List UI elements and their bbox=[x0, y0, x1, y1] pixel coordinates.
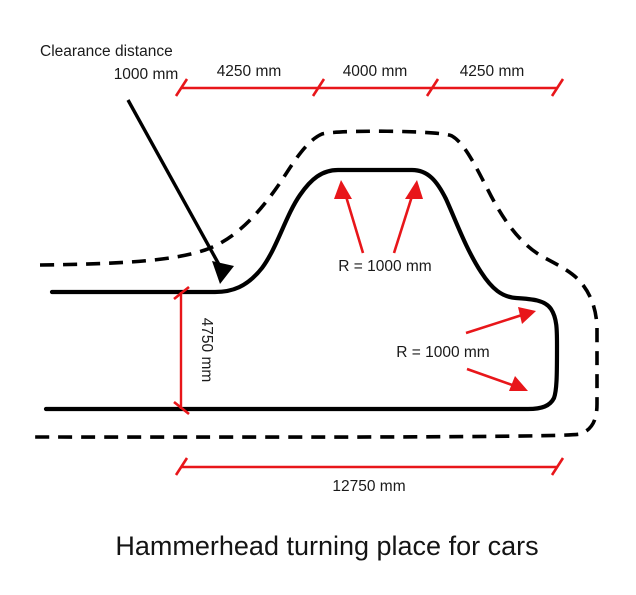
radius-callout-right: R = 1000 mm bbox=[396, 307, 536, 391]
bottom-dimension: 12750 mm bbox=[174, 457, 565, 495]
radius-callout-top: R = 1000 mm bbox=[334, 180, 432, 275]
dimension-label-right-bay: 4250 mm bbox=[460, 63, 525, 80]
clearance-label-line1: Clearance distance bbox=[40, 43, 173, 60]
clearance-leader-arrow-icon bbox=[126, 99, 234, 284]
dimension-label-carriageway-width: 4750 mm bbox=[198, 318, 215, 383]
radius-arrow-right-upper-icon bbox=[465, 307, 536, 335]
clearance-label-line2: 1000 mm bbox=[114, 66, 179, 83]
clearance-callout: Clearance distance 1000 mm bbox=[40, 43, 234, 284]
figure-title: Hammerhead turning place for cars bbox=[115, 531, 538, 561]
vertical-dimension: 4750 mm bbox=[173, 285, 215, 416]
radius-label-top: R = 1000 mm bbox=[338, 258, 431, 275]
radius-label-right: R = 1000 mm bbox=[396, 344, 489, 361]
dimension-label-head-width: 4000 mm bbox=[343, 63, 408, 80]
top-dimension-chain: 4250 mm 4000 mm 4250 mm bbox=[174, 63, 565, 97]
clearance-envelope-outline bbox=[32, 129, 599, 439]
radius-arrow-top-left-icon bbox=[334, 180, 365, 254]
dimension-label-overall-length: 12750 mm bbox=[332, 478, 405, 495]
radius-arrow-right-lower-icon bbox=[466, 367, 528, 391]
dimension-label-left-bay: 4250 mm bbox=[217, 63, 282, 80]
radius-arrow-top-right-icon bbox=[392, 180, 423, 254]
kerb-outline bbox=[43, 167, 560, 412]
